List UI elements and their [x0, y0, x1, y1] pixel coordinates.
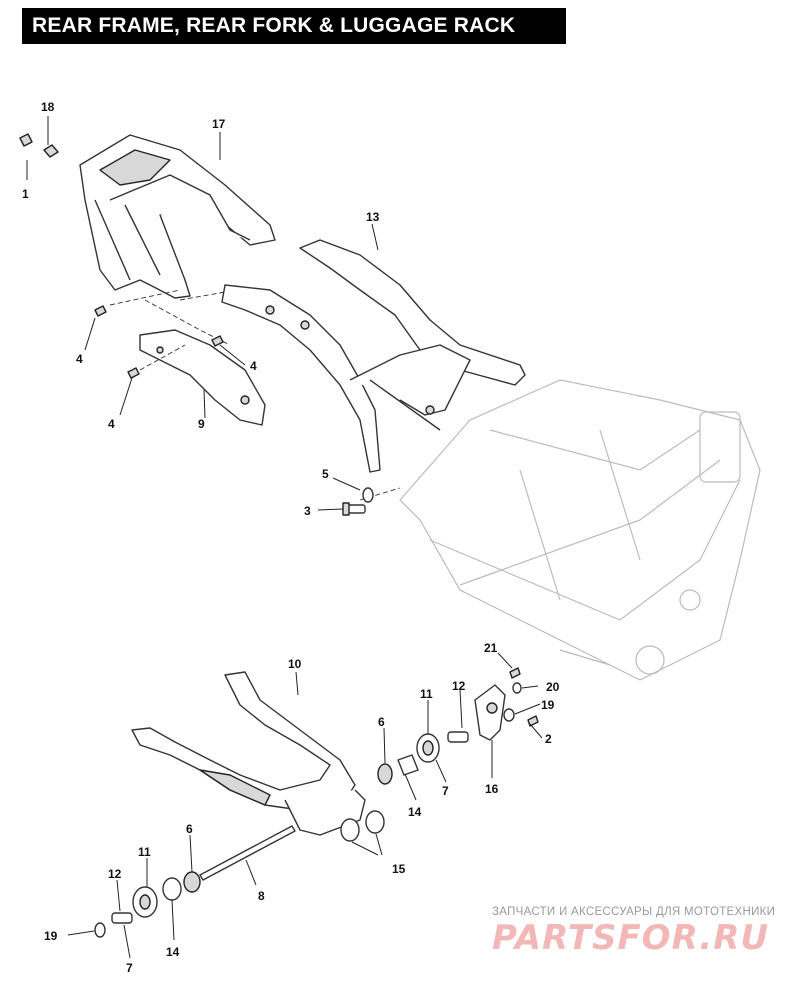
callout-11-left: 11 [138, 845, 151, 859]
callout-8: 8 [258, 889, 265, 903]
bushing-7-right[interactable] [447, 731, 469, 743]
callout-18: 18 [41, 100, 55, 114]
callout-2: 2 [545, 732, 552, 746]
rear-fork-swingarm[interactable] [131, 671, 366, 836]
callout-1: 1 [22, 187, 29, 201]
callout-21: 21 [484, 641, 498, 655]
bracket-16[interactable] [474, 684, 506, 741]
side-plate[interactable] [139, 329, 266, 426]
pivot-shaft[interactable] [199, 825, 296, 881]
callout-19-right: 19 [541, 698, 555, 712]
callout-7-left: 7 [126, 961, 133, 975]
bushing-11-right[interactable] [416, 733, 440, 763]
leader-lines [26, 116, 543, 959]
callout-14-left: 14 [166, 945, 180, 959]
bushing-7-left[interactable] [111, 912, 133, 924]
callout-4-middle: 4 [250, 359, 257, 373]
callout-3: 3 [304, 504, 311, 518]
washer-19-right[interactable] [503, 708, 515, 722]
nut-18[interactable] [43, 144, 59, 158]
washer-19-left[interactable] [94, 922, 106, 938]
bearing-6-right[interactable] [377, 763, 393, 785]
callout-4-upper: 4 [76, 352, 83, 366]
screw-21[interactable] [509, 667, 521, 679]
spacer-14-left[interactable] [162, 877, 182, 901]
callout-10: 10 [288, 657, 302, 671]
callout-13: 13 [366, 210, 380, 224]
bolt-2[interactable] [527, 715, 539, 727]
washer-5[interactable] [362, 487, 374, 503]
callout-4-lower: 4 [108, 417, 115, 431]
callout-6-left: 6 [186, 822, 193, 836]
rear-frame[interactable] [221, 239, 526, 473]
screw-4-upper[interactable] [94, 305, 107, 317]
main-frame-background [399, 379, 761, 681]
screw-4-middle[interactable] [211, 335, 224, 347]
watermark-tagline: ЗАПЧАСТИ И АКСЕССУАРЫ ДЛЯ МОТОТЕХНИКИ [492, 906, 776, 918]
bolt-3[interactable] [342, 502, 366, 516]
bushing-15-rear[interactable] [365, 810, 385, 834]
callout-5: 5 [322, 467, 329, 481]
screw-4-lower[interactable] [127, 367, 140, 379]
callout-16: 16 [485, 782, 499, 796]
callout-14-right: 14 [408, 805, 422, 819]
callout-12-left: 12 [108, 867, 122, 881]
diagram-title: REAR FRAME, REAR FORK & LUGGAGE RACK [22, 8, 566, 44]
callout-9: 9 [198, 417, 205, 431]
callout-6-right: 6 [378, 715, 385, 729]
callout-20: 20 [546, 680, 560, 694]
washer-20[interactable] [512, 682, 522, 694]
spacer-14-right[interactable] [397, 754, 419, 776]
bearing-6-left[interactable] [183, 871, 201, 893]
bushing-11-left[interactable] [132, 886, 158, 918]
luggage-rack[interactable] [79, 134, 276, 299]
bushing-15-front[interactable] [340, 818, 360, 842]
watermark-logo: PARTSFOR.RU [492, 918, 770, 958]
callout-11-right: 11 [420, 687, 433, 701]
callout-15: 15 [392, 862, 406, 876]
bolt-1[interactable] [19, 133, 33, 147]
callout-7-right: 7 [442, 784, 449, 798]
callout-labels: 18 1 17 13 4 4 4 9 5 3 10 21 12 11 20 19… [22, 100, 560, 975]
callout-19-left: 19 [44, 929, 58, 943]
callout-12-right: 12 [452, 679, 466, 693]
callout-17: 17 [212, 117, 226, 131]
